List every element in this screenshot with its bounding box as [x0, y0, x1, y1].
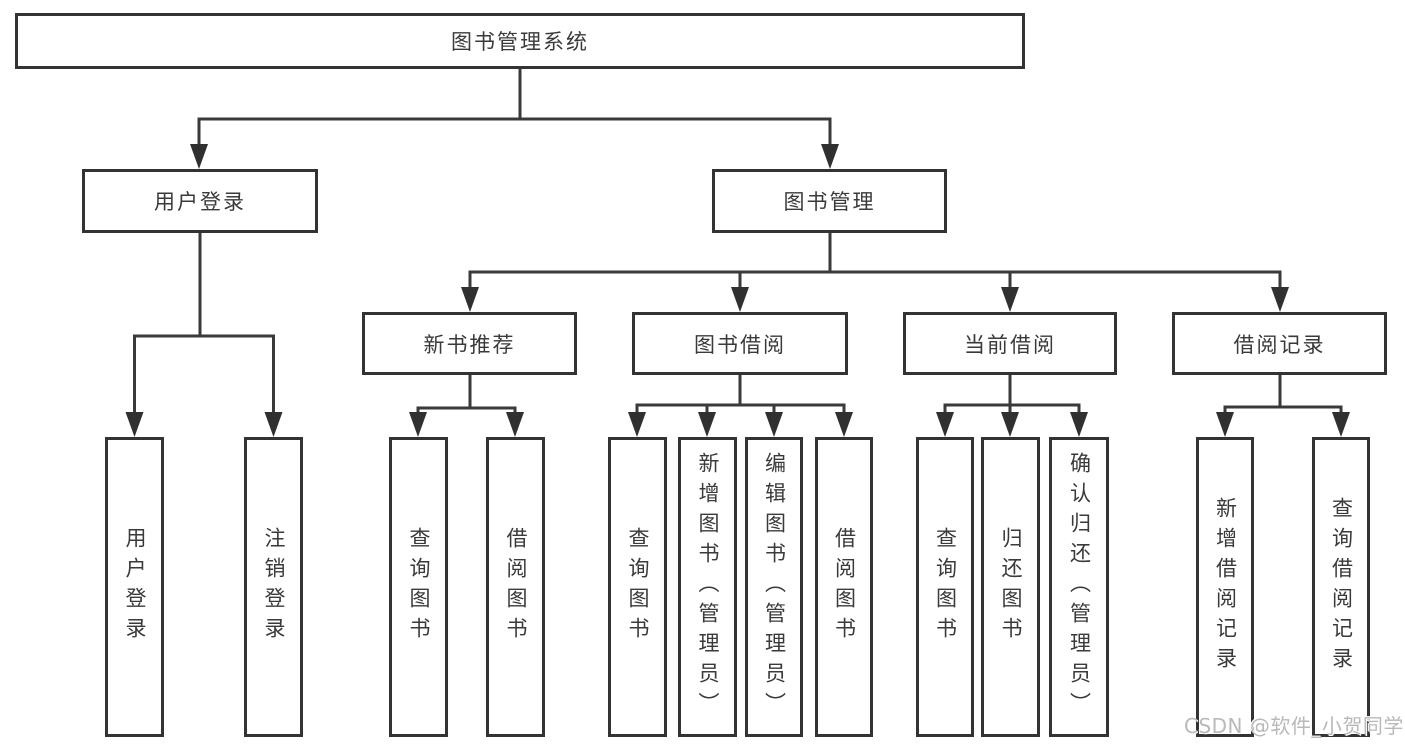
node-label: 归还图书	[999, 527, 1023, 647]
node-query-books-borrowing: 查询图书	[608, 437, 667, 737]
node-edit-book-admin: 编辑图书（管理员）	[745, 437, 803, 737]
node-label: 新书推荐	[423, 332, 516, 357]
node-add-book-admin: 新增图书（管理员）	[678, 437, 737, 737]
node-borrowing-records: 借阅记录	[1172, 312, 1387, 375]
node-label: 查询图书	[933, 527, 958, 647]
node-label: 确认归还（管理员）	[1067, 452, 1092, 722]
node-label: 查询借阅记录	[1329, 497, 1354, 677]
node-add-borrow-record: 新增借阅记录	[1196, 437, 1254, 737]
csdn-watermark: CSDN @软件_小贺同学	[1184, 714, 1404, 738]
node-label: 查询图书	[626, 527, 650, 647]
node-label: 注销登录	[262, 527, 286, 647]
edge-root	[197, 68, 832, 151]
node-borrow-books-recommend: 借阅图书	[486, 437, 545, 737]
node-borrow-books-borrowing: 借阅图书	[815, 437, 873, 737]
node-query-books-current: 查询图书	[916, 437, 974, 737]
edge-book-borrowing	[635, 375, 846, 420]
node-label: 新增图书（管理员）	[696, 452, 720, 722]
arrowheads	[125, 144, 1350, 437]
node-current-borrowing: 当前借阅	[903, 312, 1117, 375]
edge-book-management	[468, 233, 1282, 294]
node-label: 借阅记录	[1233, 332, 1326, 357]
node-confirm-return-admin: 确认归还（管理员）	[1049, 437, 1109, 737]
node-label: 当前借阅	[964, 332, 1056, 357]
node-query-books-recommend: 查询图书	[389, 437, 448, 737]
node-label: 查询图书	[407, 527, 431, 647]
node-user-login: 用户登录	[82, 169, 318, 233]
node-label: 编辑图书（管理员）	[762, 452, 787, 722]
node-book-borrowing: 图书借阅	[632, 312, 848, 375]
tree-edges	[133, 68, 1343, 420]
node-label: 新增借阅记录	[1213, 497, 1238, 677]
node-label: 用户登录	[123, 527, 147, 647]
node-library-management-system: 图书管理系统	[15, 13, 1025, 69]
node-new-book-recommend: 新书推荐	[362, 312, 577, 375]
edge-borrowing-records	[1223, 375, 1343, 420]
node-user-login-leaf: 用户登录	[105, 437, 164, 737]
node-book-management: 图书管理	[712, 169, 947, 233]
node-label: 借阅图书	[832, 527, 857, 647]
node-label: 图书借阅	[694, 332, 786, 357]
node-label: 图书管理系统	[451, 30, 589, 54]
node-label: 借阅图书	[504, 527, 528, 647]
node-logout: 注销登录	[244, 437, 303, 737]
node-label: 图书管理	[783, 190, 876, 214]
node-label: 用户登录	[154, 190, 246, 214]
node-return-books: 归还图书	[981, 437, 1040, 737]
edge-new-book-recommend	[416, 375, 517, 420]
node-query-borrow-record: 查询借阅记录	[1312, 437, 1370, 737]
edge-user-login	[133, 233, 275, 419]
